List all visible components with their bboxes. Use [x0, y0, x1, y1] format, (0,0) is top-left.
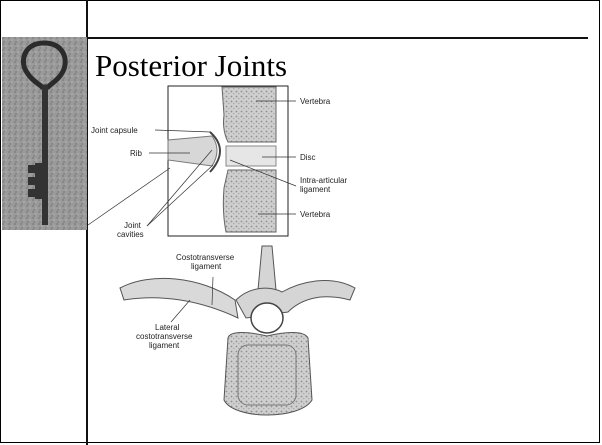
label-vertebra-top: Vertebra	[300, 97, 331, 106]
joint-detail-figure	[88, 86, 296, 236]
label-intra-articular: Intra-articular	[300, 176, 347, 185]
label-intra-articular-ligament: ligament	[300, 185, 331, 194]
label-costotransverse: Costotransverse	[176, 253, 235, 262]
label-rib: Rib	[130, 149, 143, 158]
label-joint-cavities: cavities	[117, 230, 144, 239]
label-lateral-ligament: ligament	[149, 341, 180, 350]
label-lateral-costotransverse: costotransverse	[136, 332, 193, 341]
label-joint: Joint	[124, 221, 142, 230]
label-costotransverse-ligament: ligament	[191, 262, 222, 271]
label-vertebra-bottom: Vertebra	[300, 210, 331, 219]
label-lateral: Lateral	[155, 323, 180, 332]
label-joint-capsule: Joint capsule	[91, 126, 138, 135]
label-disc: Disc	[300, 153, 316, 162]
